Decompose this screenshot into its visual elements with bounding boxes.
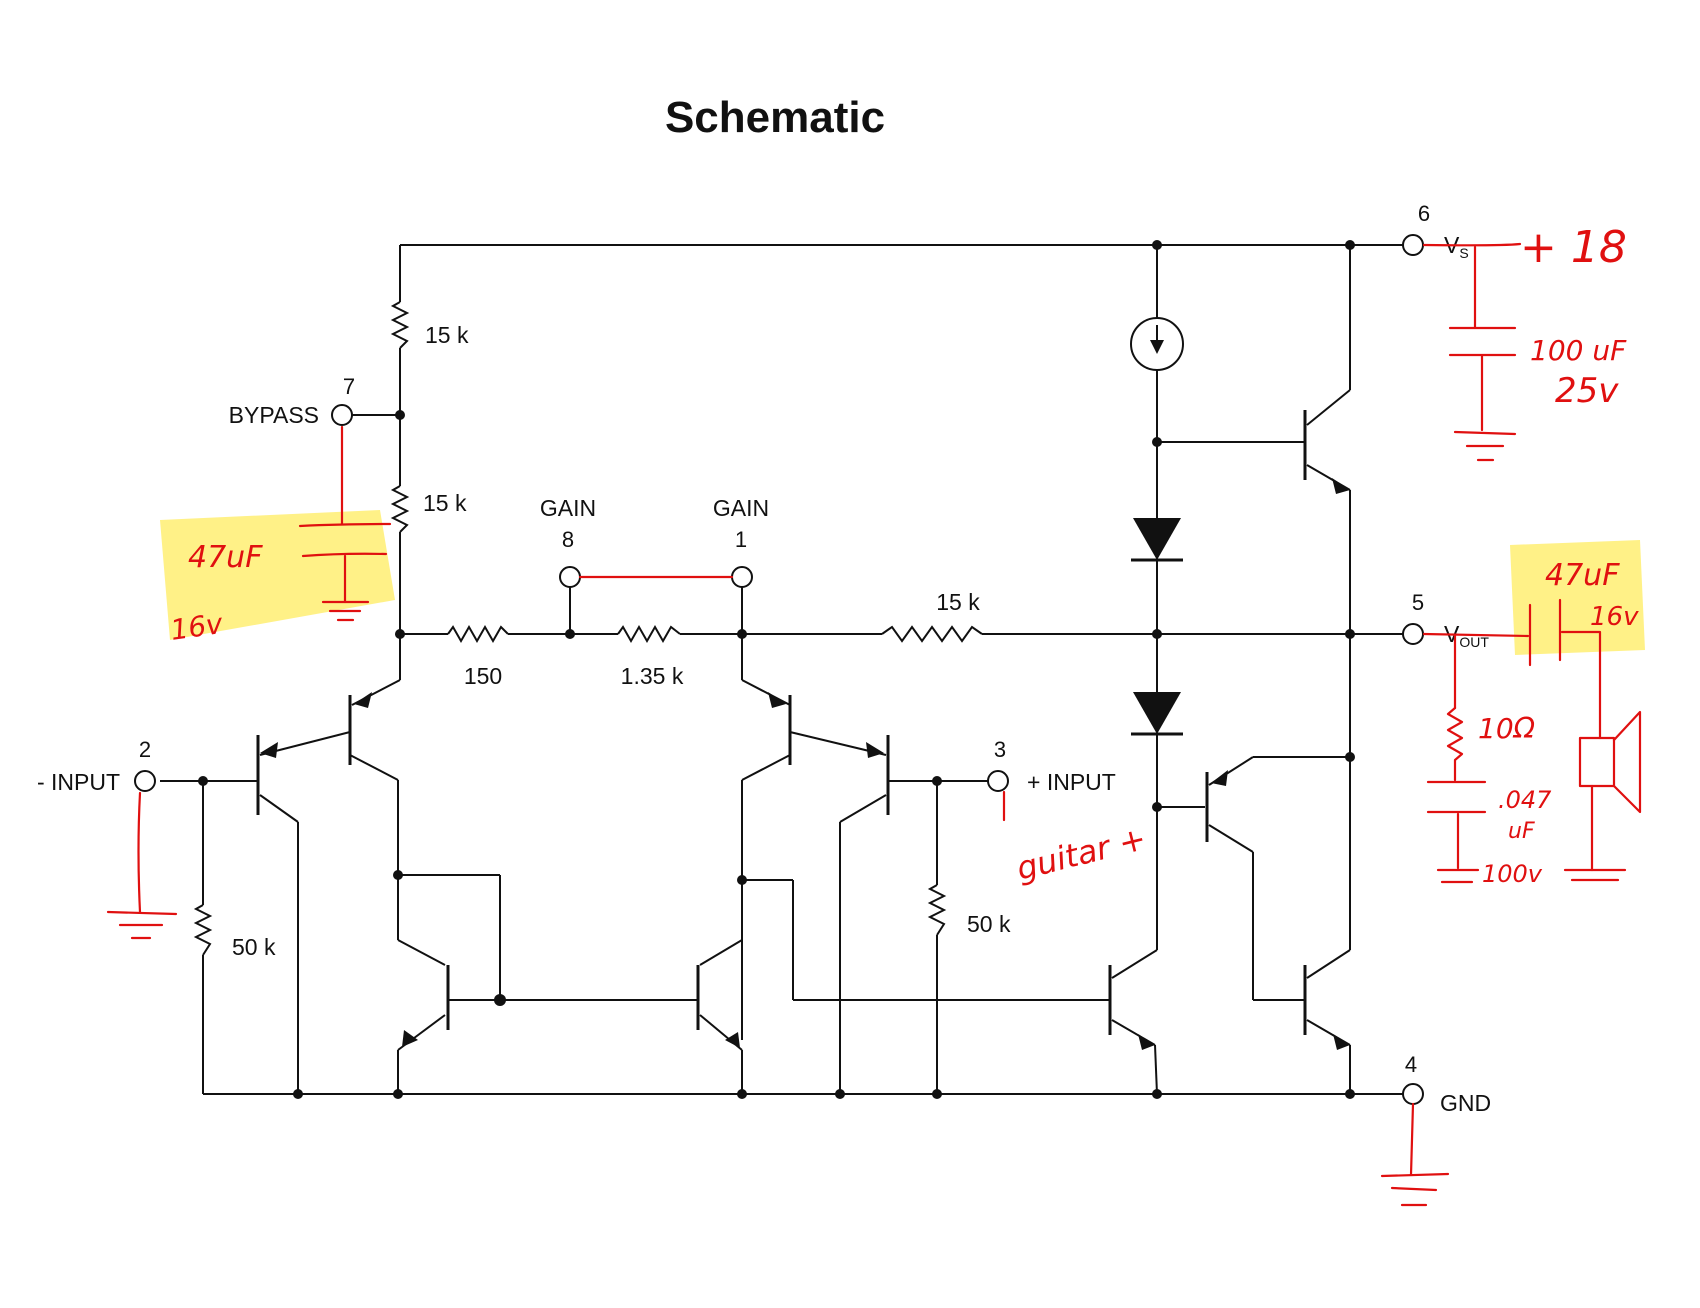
output-cap-value: 47uF [1545,558,1620,593]
r-fb-label: 15 k [936,589,980,615]
vs-pin-number: 6 [1418,201,1430,226]
r-in-right-label: 50 k [967,911,1011,937]
bypass-cap-highlight [160,510,395,640]
pin1-terminal[interactable] [731,566,753,588]
bypass-cap-plate-bottom [301,552,388,558]
supply-cap-value: 100 uF [1530,334,1627,367]
page-title: Schematic [665,93,885,142]
bypass-cap-value: 47uF [188,540,263,575]
zobel-resistor [1446,706,1464,782]
gnd-pin-number: 4 [1405,1052,1417,1077]
current-source [1130,317,1184,371]
resistor-1-35k [617,624,681,644]
output-cap-highlight [1510,540,1645,655]
resistor-50k-left [193,904,213,956]
pin8-terminal[interactable] [559,566,581,588]
bypass-label: BYPASS [229,402,319,428]
zobel-cap-value: .047 [1498,786,1552,814]
pin6-terminal[interactable] [1402,234,1424,256]
output-cap-voltage: 16v [1590,602,1639,632]
diodes [1131,518,1183,736]
resistor-15k-mid [390,485,410,533]
resistor-150 [447,624,509,644]
transistor-bases [256,410,1307,1035]
transistor-arrows [260,478,1350,1050]
bypass-pin-number: 7 [343,374,355,399]
pin2-terminal[interactable] [134,770,156,792]
pin4-terminal[interactable] [1402,1083,1424,1105]
gnd-label: GND [1440,1090,1491,1116]
r-top-label: 15 k [425,322,469,348]
ninput-label: - INPUT [37,769,120,795]
r-in-left-label: 50 k [232,934,276,960]
pin-terminals [134,234,1424,1105]
zobel-resistor-value: 10Ω [1478,712,1536,745]
resistor-zigzags [193,301,983,956]
resistor-15k-feedback [881,625,983,643]
zobel-cap-unit: uF [1508,819,1535,844]
r-135-label: 1.35 k [621,663,684,689]
vout-pin-number: 5 [1412,590,1424,615]
input-note: guitar + [1013,819,1150,888]
gain8-label: GAIN [540,495,596,521]
zobel-cap-voltage: 100v [1482,860,1543,888]
pinput-label: + INPUT [1027,769,1116,795]
gain1-pin-number: 1 [735,527,747,552]
resistor-15k-top [390,301,410,349]
vs-label: VS [1444,232,1469,261]
r-150-label: 150 [464,663,502,689]
supply-cap-voltage: 25v [1555,371,1619,411]
pinput-pin-number: 3 [994,737,1006,762]
pin3-terminal[interactable] [987,770,1009,792]
junction-dots [198,240,1355,1099]
bypass-cap-voltage: 16v [168,607,225,647]
gain8-pin-number: 8 [562,527,574,552]
circuit-wires [160,244,1403,1095]
pin5-terminal[interactable] [1402,623,1424,645]
supply-voltage: + 18 [1520,222,1627,273]
speaker-icon [1578,710,1642,814]
ninput-pin-number: 2 [139,737,151,762]
r-mid-label: 15 k [423,490,467,516]
bypass-cap-plate-top [298,522,392,528]
pin7-terminal[interactable] [331,404,353,426]
resistor-50k-right [927,884,947,936]
gain1-label: GAIN [713,495,769,521]
